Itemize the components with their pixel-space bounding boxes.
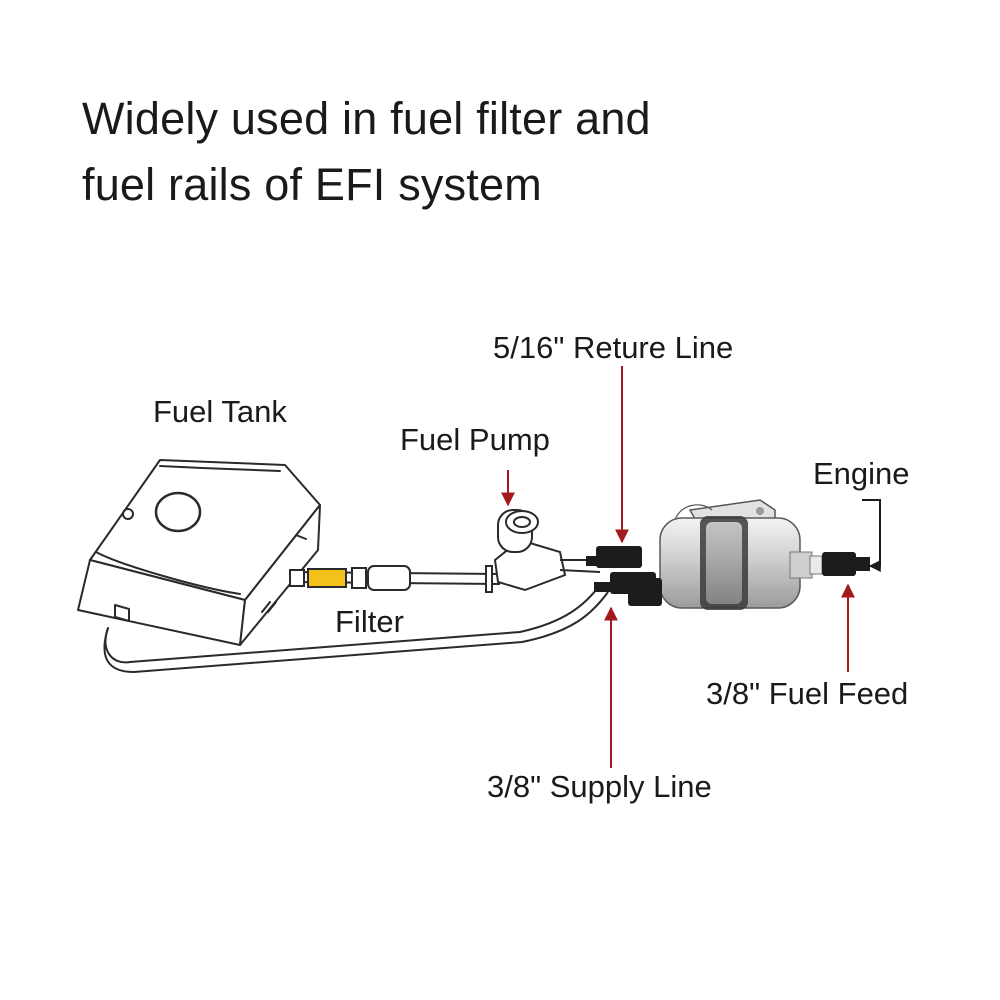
label-fuel-feed: 3/8" Fuel Feed <box>706 676 909 711</box>
filter-regulator <box>659 499 823 610</box>
label-engine: Engine <box>813 456 910 491</box>
fuel-pump <box>493 509 601 592</box>
label-supply-line: 3/8" Supply Line <box>487 769 712 804</box>
label-filter: Filter <box>335 604 404 639</box>
outlet-fitting <box>822 552 870 576</box>
inlet-fittings <box>586 546 662 606</box>
fuel-cap-icon <box>154 491 202 533</box>
label-return-line: 5/16" Reture Line <box>493 330 734 365</box>
label-fuel-tank: Fuel Tank <box>153 394 287 429</box>
headline-line-2: fuel rails of EFI system <box>82 159 542 210</box>
inline-filter-icon <box>289 565 493 593</box>
headline: Widely used in fuel filter and fuel rail… <box>82 86 651 218</box>
label-fuel-pump: Fuel Pump <box>400 422 550 457</box>
engine-callout-line <box>862 499 881 572</box>
fuel-tank <box>77 459 321 664</box>
headline-line-1: Widely used in fuel filter and <box>82 93 651 144</box>
